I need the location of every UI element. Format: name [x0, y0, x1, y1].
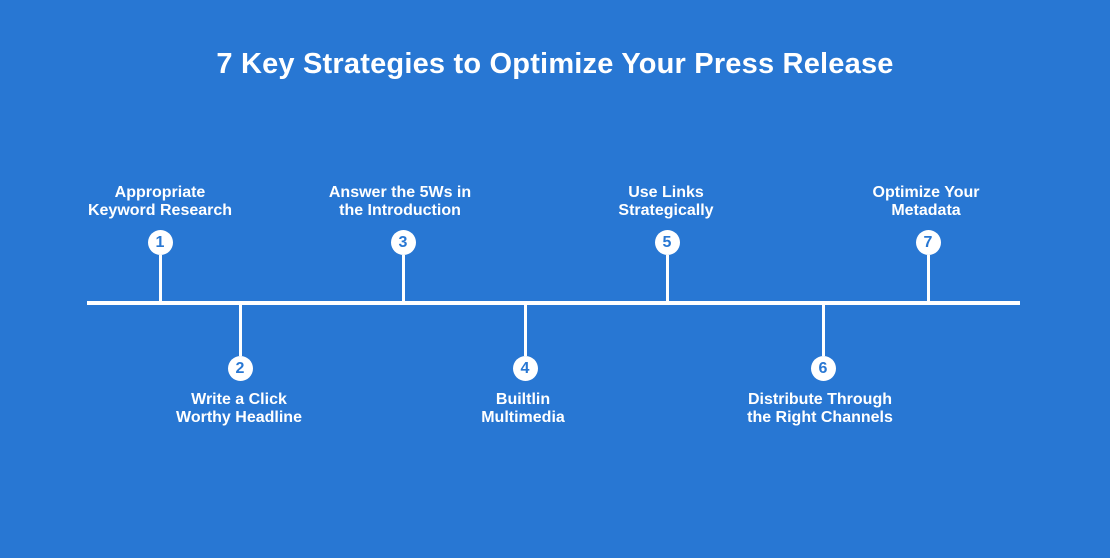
step-7-label-line1: Optimize Your: [872, 184, 980, 201]
step-6-marker: 6: [810, 356, 836, 381]
step-2-marker: 2: [227, 356, 253, 381]
step-1-connector: [159, 255, 162, 302]
step-6-label-line2: the Right Channels: [747, 409, 893, 426]
step-5-label: Use Links Strategically: [556, 184, 776, 220]
step-6-connector: [822, 304, 825, 356]
step-3-connector: [402, 255, 405, 302]
step-3-label-line2: the Introduction: [339, 202, 461, 219]
step-7-label-line2: Metadata: [891, 202, 961, 219]
step-4-label-line2: Multimedia: [481, 409, 565, 426]
step-4-connector: [524, 304, 527, 356]
step-2-label-line2: Worthy Headline: [176, 409, 302, 426]
step-3-marker: 3: [390, 230, 416, 255]
step-6-label: Distribute Through the Right Channels: [710, 391, 930, 427]
step-2-label-line1: Write a Click: [191, 391, 287, 408]
step-1-label-line2: Keyword Research: [87, 202, 233, 219]
step-5-label-line2: Strategically: [618, 202, 714, 219]
timeline-axis: [87, 301, 1020, 305]
step-7-label: Optimize Your Metadata: [816, 184, 1036, 220]
page-title: 7 Key Strategies to Optimize Your Press …: [216, 48, 894, 80]
step-5-connector: [666, 255, 669, 302]
step-4-label: Builtlin Multimedia: [413, 391, 633, 427]
step-5-label-line1: Use Links: [628, 184, 704, 201]
step-2-label: Write a Click Worthy Headline: [129, 391, 349, 427]
step-4-marker: 4: [512, 356, 538, 381]
step-1-marker: 1: [147, 230, 173, 255]
step-2-connector: [239, 304, 242, 356]
step-7-connector: [927, 255, 930, 302]
step-5-marker: 5: [654, 230, 680, 255]
step-1-label-line1: Appropriate: [114, 184, 206, 201]
step-6-label-line1: Distribute Through: [748, 391, 892, 408]
step-4-label-line1: Builtlin: [495, 391, 551, 408]
step-1-label: Appropriate Keyword Research: [50, 184, 270, 220]
step-7-marker: 7: [915, 230, 941, 255]
step-3-label: Answer the 5Ws in the Introduction: [290, 184, 510, 220]
step-3-label-line1: Answer the 5Ws in: [328, 184, 472, 201]
